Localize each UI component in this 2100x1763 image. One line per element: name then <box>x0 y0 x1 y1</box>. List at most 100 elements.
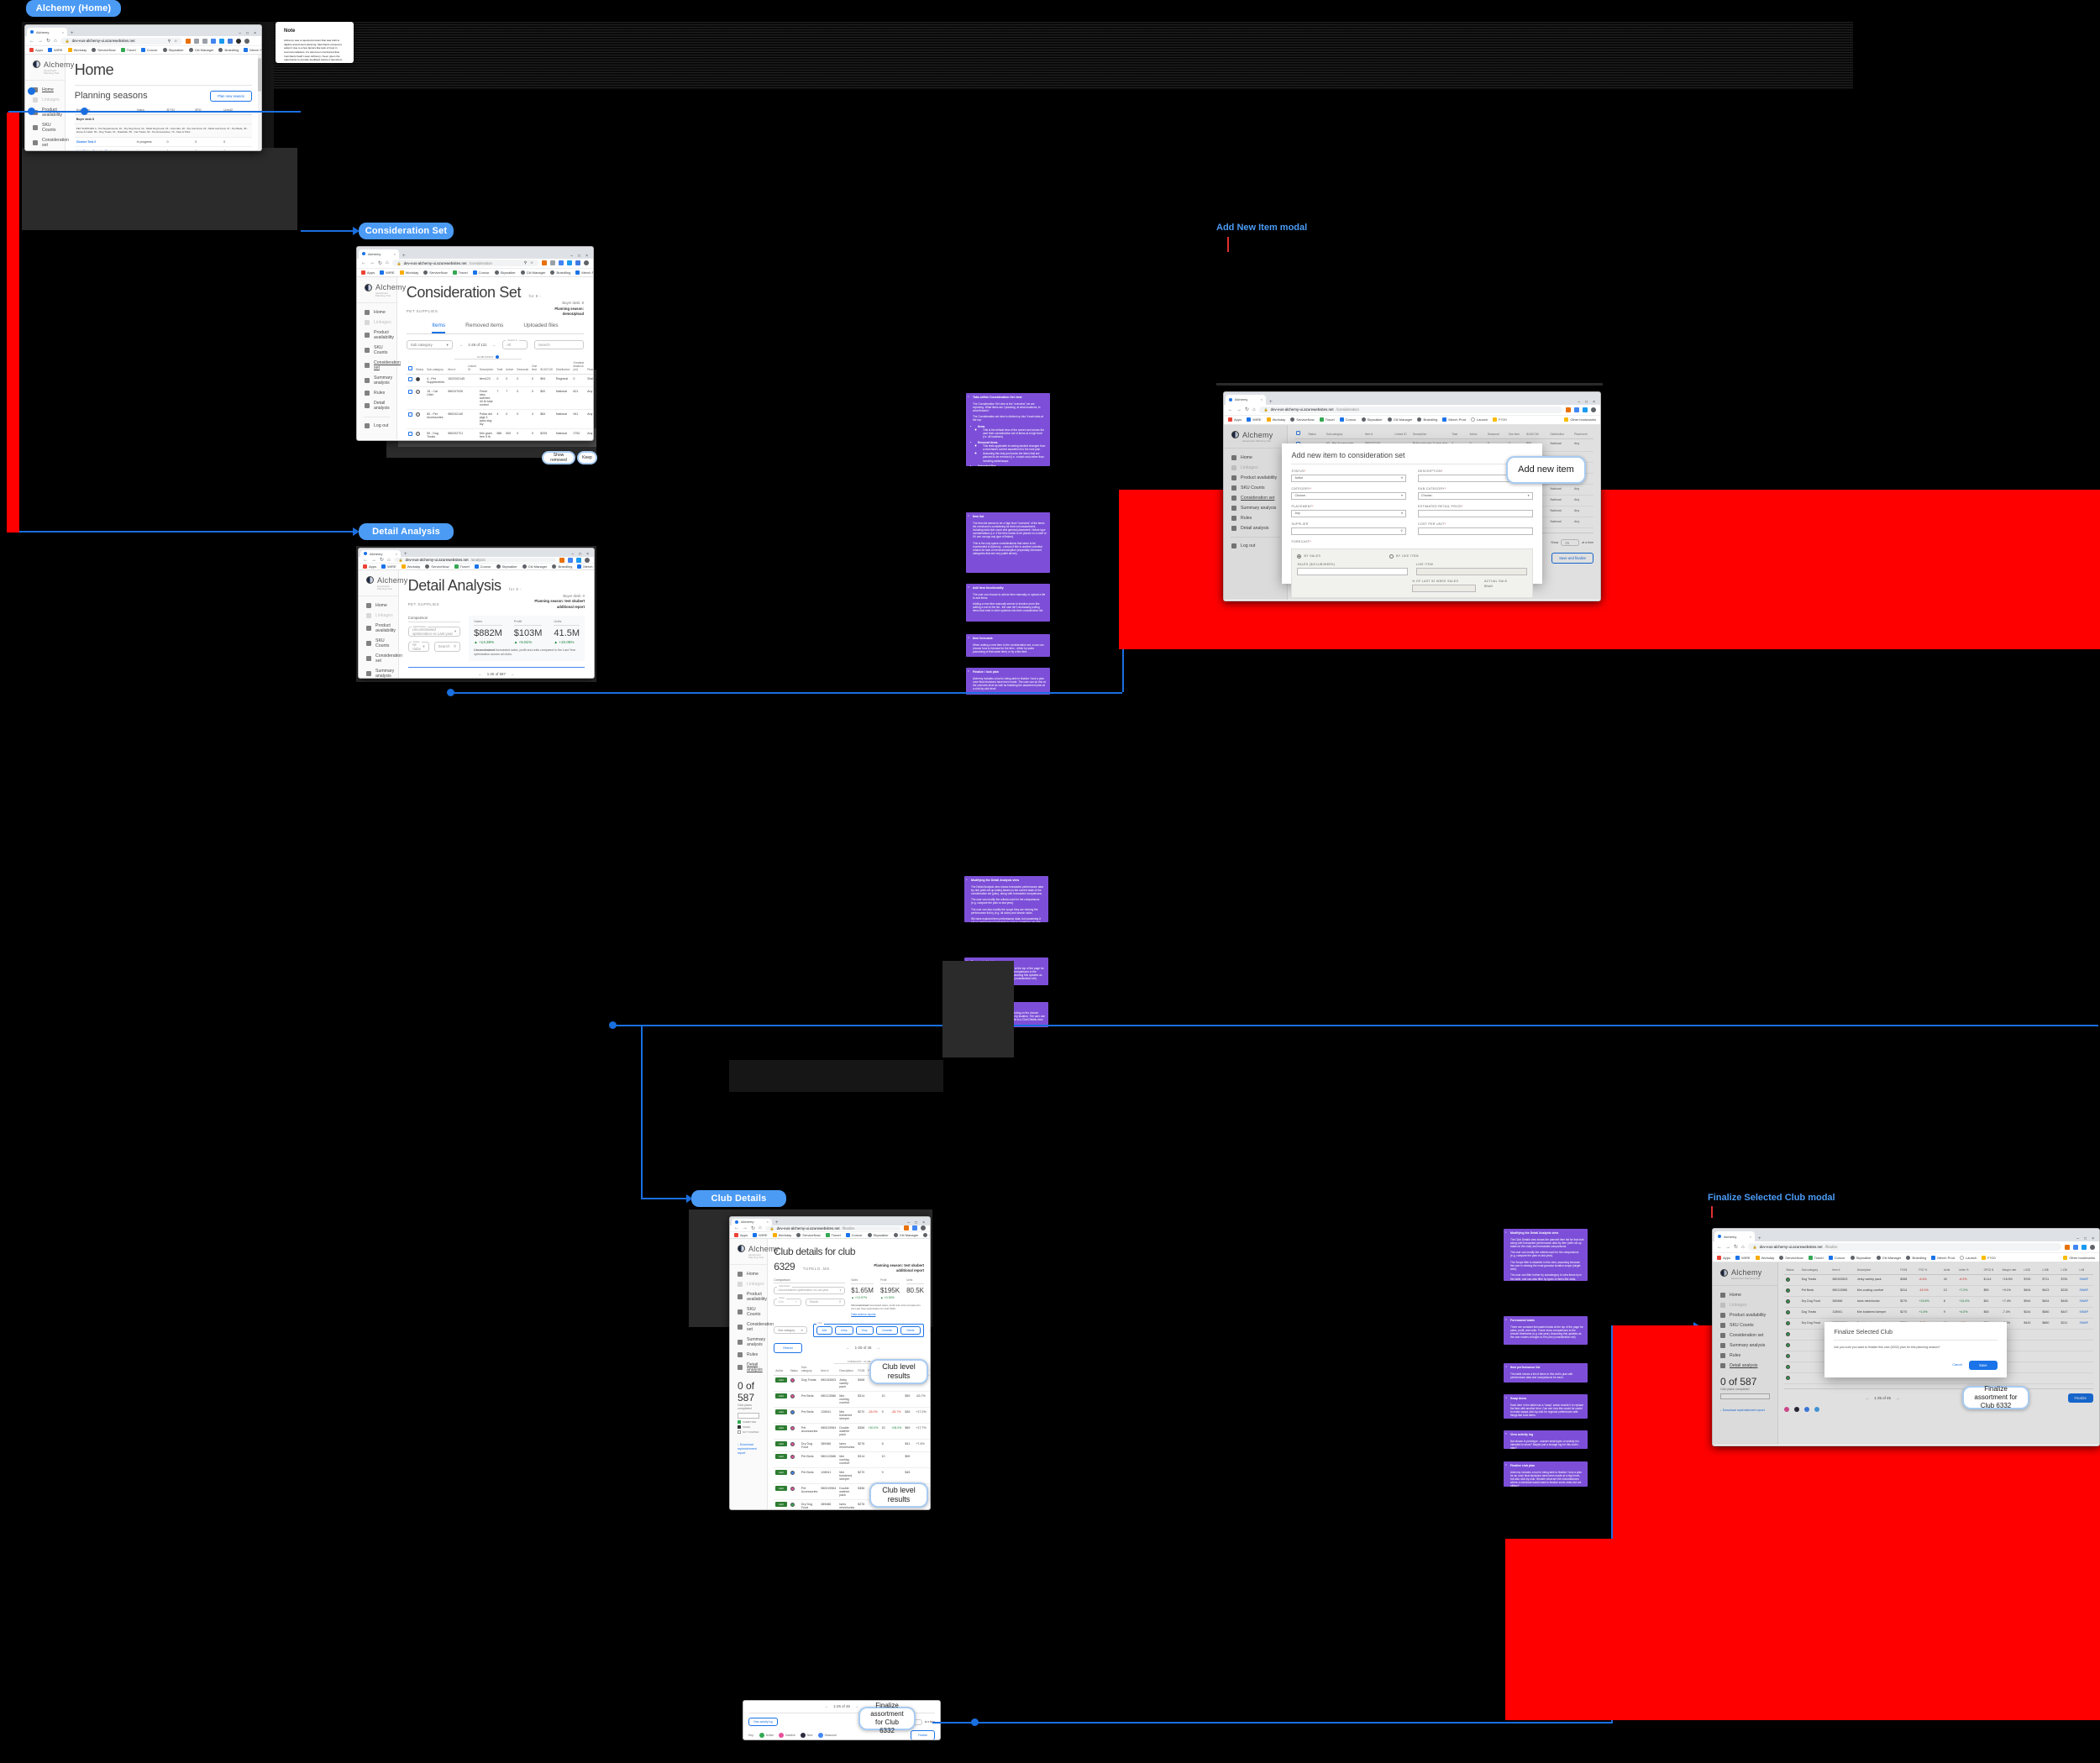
bookmark-item[interactable]: Apps <box>1228 417 1242 422</box>
sidebar-item-rules[interactable]: Rules <box>1713 1351 1777 1361</box>
bookmark-item[interactable]: Apps <box>734 1232 748 1237</box>
minimize-icon[interactable]: – <box>1578 399 1581 405</box>
sidebar-item-detail-analysis[interactable]: Detail analysis <box>357 398 396 413</box>
bookmark-item[interactable]: Apps <box>1717 1255 1730 1260</box>
scope-select[interactable]: Scope All clubs ▾ <box>407 639 429 652</box>
close-icon[interactable]: × <box>766 1220 769 1225</box>
sidebar-item-linkages[interactable]: Linkages <box>359 611 398 621</box>
placement-select[interactable]: Any▾ <box>1291 509 1406 517</box>
bookmark-item[interactable]: Braedling <box>1906 1255 1926 1260</box>
bookmark-item[interactable]: Citi Manager <box>893 1232 918 1237</box>
swap-link[interactable]: SWAP <box>2077 1296 2093 1309</box>
address-bar[interactable]: 🔒 dev-eus-alchemy-ui.azurewebsites.net /… <box>764 1225 900 1231</box>
home-icon[interactable]: ⌂ <box>54 38 57 44</box>
section-label-finalize-modal[interactable]: Finalize Selected Club modal <box>1708 1193 1835 1203</box>
section-label-club-details[interactable]: Club Details <box>691 1190 786 1207</box>
window-controls[interactable]: – □ × <box>2076 1236 2097 1241</box>
close-window-icon[interactable]: × <box>254 31 256 37</box>
close-window-icon[interactable]: × <box>585 253 588 259</box>
close-window-icon[interactable]: × <box>1593 399 1595 405</box>
sidebar-item-summary-analysis[interactable]: Summary analysis <box>357 373 396 388</box>
sidebar-item-consideration-set[interactable]: Consideration set <box>359 651 402 666</box>
info-dot-icon[interactable] <box>496 355 500 359</box>
new-tab-button[interactable]: + <box>1269 399 1273 405</box>
bookmark-item[interactable]: Skywalker <box>494 270 516 275</box>
bookmark-item[interactable]: Merch Prod <box>1442 417 1466 422</box>
sidebar-item-sku-counts[interactable]: SKU Counts <box>25 120 65 135</box>
sidebar-item-product-availability[interactable]: Product availability <box>1224 473 1287 483</box>
bookmark-item[interactable]: Concur <box>1339 417 1357 422</box>
profile-avatar[interactable] <box>584 260 589 266</box>
sidebar-item-home[interactable]: Home <box>357 307 396 317</box>
sidebar-item-linkages[interactable]: Linkages <box>1224 463 1287 473</box>
back-icon[interactable]: ← <box>361 260 366 266</box>
search-input[interactable]: Search <box>533 340 584 350</box>
radio-by-sales[interactable]: BY SALES <box>1297 554 1320 559</box>
prev-page-icon[interactable]: ← <box>1865 1396 1870 1401</box>
profile-avatar[interactable] <box>244 38 249 44</box>
download-replenishment-link[interactable]: ↓ Download replenishment report <box>1713 1404 1777 1413</box>
bookmark-item[interactable]: Workday <box>401 564 420 569</box>
sidebar-item-consideration-set[interactable]: Consideration set <box>357 358 401 373</box>
bookmark-item[interactable]: Braedling <box>218 48 239 53</box>
sidebar-item-product-availability[interactable]: Product availability <box>1713 1310 1777 1320</box>
browser-menu-icon[interactable]: ⋮ <box>253 38 257 44</box>
bookmark-item[interactable]: Citi Manager <box>520 270 545 275</box>
reload-icon[interactable]: ↻ <box>751 1225 756 1231</box>
extension-icon[interactable] <box>559 260 564 266</box>
extension-icon[interactable] <box>219 38 224 44</box>
minimize-icon[interactable]: – <box>570 253 574 259</box>
select-all-checkbox[interactable] <box>407 366 412 371</box>
extension-icon[interactable] <box>211 38 216 44</box>
sidebar-item-linkages[interactable]: Linkages <box>1713 1300 1777 1310</box>
season-name[interactable]: Cluster Test 2 <box>74 137 135 147</box>
back-icon[interactable]: ← <box>29 38 34 44</box>
sidebar-item-home[interactable]: Home <box>25 85 65 95</box>
bookmark-item[interactable]: Travel <box>120 48 136 53</box>
bookmark-item[interactable]: Merch Prod <box>577 564 594 569</box>
reload-icon[interactable]: ↻ <box>46 39 51 45</box>
sidebar-item-summary-analysis[interactable]: Summary analysis <box>1224 503 1287 513</box>
prev-page-icon[interactable]: ← <box>459 343 464 348</box>
minimize-icon[interactable]: – <box>239 31 242 37</box>
extension-icon[interactable] <box>542 260 547 266</box>
address-bar[interactable]: 🔒 dev-eus-alchemy-ui.azurewebsites.net /… <box>391 260 538 267</box>
search-icon[interactable]: ⚲ <box>1400 529 1403 533</box>
search-icon[interactable]: ⚲ <box>167 38 171 43</box>
new-tab-button[interactable]: + <box>404 552 407 557</box>
bookmark-item[interactable]: Citi Manager <box>1387 417 1412 422</box>
add-action-button[interactable]: Add <box>775 1485 787 1491</box>
add-action-button[interactable]: Add <box>775 1377 787 1383</box>
bookmark-item[interactable]: ServiceNow <box>1779 1255 1803 1260</box>
maximize-icon[interactable]: □ <box>579 552 582 557</box>
supplier-input[interactable]: ⚲ <box>1291 527 1406 535</box>
sidebar-item-detail-analysis[interactable]: Detail analysis <box>1713 1361 1777 1371</box>
extension-icon[interactable] <box>2065 1244 2070 1250</box>
bookmark-item[interactable]: Travel <box>452 270 468 275</box>
home-icon[interactable]: ⌂ <box>1252 407 1256 412</box>
add-action-button[interactable]: Add <box>775 1501 787 1507</box>
back-icon[interactable]: ← <box>734 1225 739 1231</box>
extension-icon[interactable] <box>236 38 241 44</box>
subcategory-select[interactable]: Sub category ▾ <box>774 1326 807 1335</box>
extension-icon[interactable] <box>567 260 572 266</box>
maximize-icon[interactable]: □ <box>578 253 581 259</box>
sidebar-item-home[interactable]: Home <box>730 1269 767 1279</box>
sidebar-item-log-out[interactable]: Log out <box>357 421 396 431</box>
back-icon[interactable]: ← <box>1228 407 1233 412</box>
bookmark-item[interactable]: Apps <box>363 564 376 569</box>
browser-tab[interactable]: Alchemy × <box>359 249 399 259</box>
sidebar-item-rules[interactable]: Rules <box>357 388 396 398</box>
star-icon[interactable]: ☆ <box>174 38 177 43</box>
tab-removed-items[interactable]: Removed items <box>465 323 504 329</box>
bookmark-item[interactable]: Braedling <box>1417 417 1437 422</box>
row-checkbox[interactable] <box>407 412 412 417</box>
sidebar-item-detail-analysis[interactable]: Detail analysis <box>1224 523 1287 533</box>
bookmark-item[interactable]: FY20 <box>1982 1255 1996 1260</box>
browser-tab[interactable]: Alchemy × <box>27 27 67 37</box>
status-select[interactable]: Active▾ <box>1291 474 1406 482</box>
